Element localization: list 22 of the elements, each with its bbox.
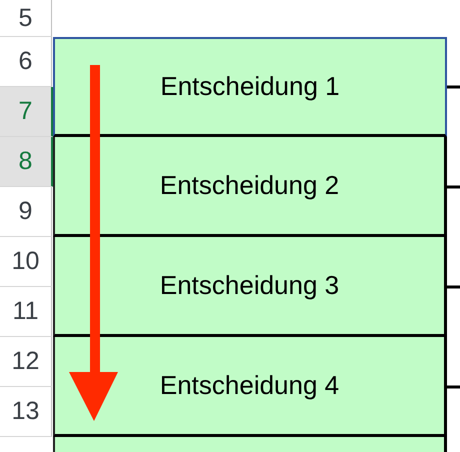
decision-box <box>53 337 447 437</box>
row-number: 10 <box>0 237 52 287</box>
decision-label: Entscheidung 1 <box>160 71 340 102</box>
row-number: 12 <box>0 337 52 387</box>
row-number: 11 <box>0 287 52 337</box>
connector-line <box>447 286 460 288</box>
row-number: 9 <box>0 187 52 237</box>
empty-box <box>53 437 447 452</box>
decision-label: Entscheidung 3 <box>160 270 340 301</box>
decision-label: Entscheidung 4 <box>160 370 340 401</box>
row-number: 13 <box>0 387 52 437</box>
connector-line <box>447 386 460 388</box>
connector-line <box>447 86 460 88</box>
decision-box <box>53 37 447 137</box>
decision-label: Entscheidung 2 <box>160 170 340 201</box>
connector-line <box>447 186 460 188</box>
row-number: 6 <box>0 37 52 87</box>
row-number: 5 <box>0 0 52 37</box>
row-number: 7 <box>0 87 54 137</box>
decision-box <box>53 237 447 337</box>
decision-box <box>53 137 447 237</box>
row-number: 8 <box>0 137 54 187</box>
